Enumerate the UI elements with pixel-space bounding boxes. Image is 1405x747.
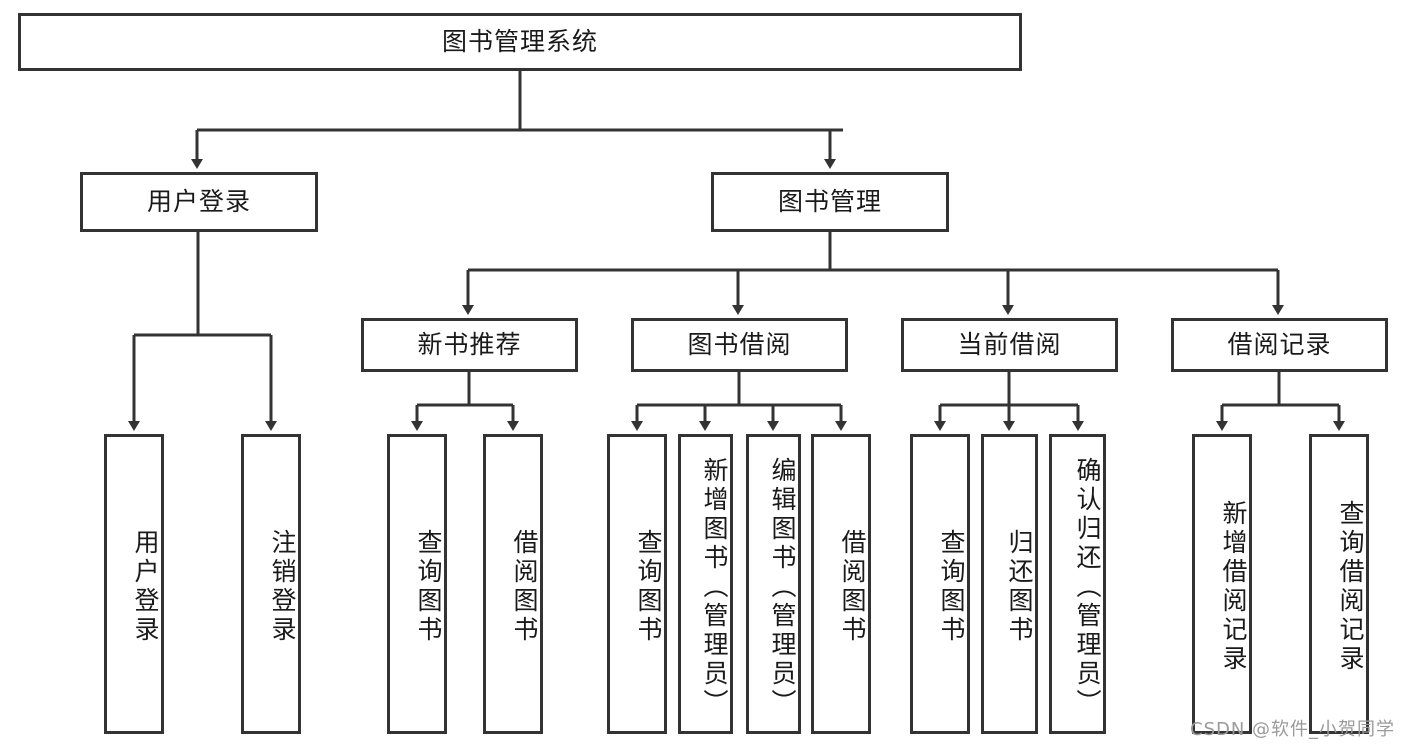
node-book-borrow[interactable]: 图书借阅 bbox=[631, 318, 848, 372]
node-leaf-bb-add-book-label: 新增图书（管理员） bbox=[700, 456, 729, 718]
node-leaf-cb-query-book-label: 查询图书 bbox=[937, 529, 966, 645]
node-leaf-user-logout[interactable]: 注销登录 bbox=[241, 434, 301, 734]
node-leaf-rec-query-book-label: 查询图书 bbox=[414, 529, 443, 645]
node-leaf-br-query-record[interactable]: 查询借阅记录 bbox=[1309, 434, 1369, 734]
node-leaf-bb-query-book[interactable]: 查询图书 bbox=[607, 434, 667, 734]
node-leaf-br-add-record-label: 新增借阅记录 bbox=[1219, 500, 1248, 674]
watermark-text: CSDN @软件_小贺同学 bbox=[1190, 719, 1396, 740]
node-current-borrow[interactable]: 当前借阅 bbox=[901, 318, 1118, 372]
node-leaf-bb-borrow-book[interactable]: 借阅图书 bbox=[811, 434, 871, 734]
node-leaf-bb-add-book[interactable]: 新增图书（管理员） bbox=[678, 434, 733, 734]
node-current-borrow-label: 当前借阅 bbox=[957, 330, 1062, 359]
node-leaf-rec-borrow-book[interactable]: 借阅图书 bbox=[483, 434, 543, 734]
node-leaf-rec-borrow-book-label: 借阅图书 bbox=[510, 529, 539, 645]
node-leaf-br-query-record-label: 查询借阅记录 bbox=[1336, 500, 1365, 674]
node-leaf-user-login[interactable]: 用户登录 bbox=[104, 434, 164, 734]
node-leaf-bb-edit-book[interactable]: 编辑图书（管理员） bbox=[746, 434, 801, 734]
node-new-book-recommend[interactable]: 新书推荐 bbox=[361, 318, 578, 372]
node-book-borrow-label: 图书借阅 bbox=[687, 330, 792, 359]
node-leaf-bb-edit-book-label: 编辑图书（管理员） bbox=[768, 456, 797, 718]
node-leaf-rec-query-book[interactable]: 查询图书 bbox=[387, 434, 447, 734]
node-borrow-record-label: 借阅记录 bbox=[1227, 330, 1332, 359]
node-leaf-cb-confirm-return[interactable]: 确认归还（管理员） bbox=[1049, 434, 1106, 734]
node-user-login-label: 用户登录 bbox=[146, 187, 251, 216]
node-new-book-recommend-label: 新书推荐 bbox=[417, 330, 522, 359]
node-book-manage-label: 图书管理 bbox=[777, 187, 882, 216]
node-leaf-bb-query-book-label: 查询图书 bbox=[634, 529, 663, 645]
node-book-manage[interactable]: 图书管理 bbox=[711, 172, 949, 232]
node-root[interactable]: 图书管理系统 bbox=[18, 13, 1022, 71]
node-leaf-user-logout-label: 注销登录 bbox=[268, 529, 297, 645]
node-borrow-record[interactable]: 借阅记录 bbox=[1171, 318, 1388, 372]
node-leaf-br-add-record[interactable]: 新增借阅记录 bbox=[1192, 434, 1252, 734]
node-user-login[interactable]: 用户登录 bbox=[80, 172, 318, 232]
node-leaf-cb-confirm-return-label: 确认归还（管理员） bbox=[1073, 456, 1102, 718]
node-leaf-bb-borrow-book-label: 借阅图书 bbox=[838, 529, 867, 645]
node-leaf-cb-return-book[interactable]: 归还图书 bbox=[981, 434, 1038, 734]
node-leaf-cb-return-book-label: 归还图书 bbox=[1005, 529, 1034, 645]
node-leaf-cb-query-book[interactable]: 查询图书 bbox=[910, 434, 970, 734]
node-root-label: 图书管理系统 bbox=[441, 27, 598, 56]
node-leaf-user-login-label: 用户登录 bbox=[131, 529, 160, 645]
